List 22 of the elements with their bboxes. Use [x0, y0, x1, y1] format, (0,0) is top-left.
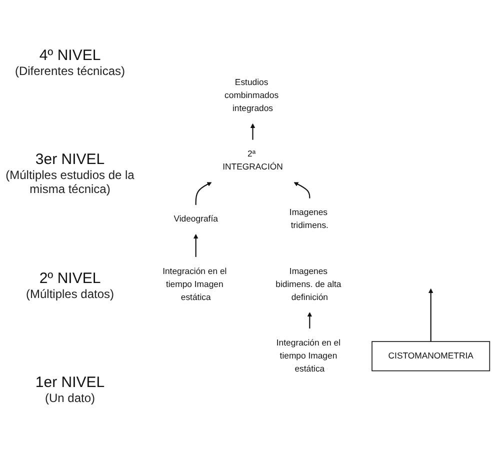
- arrow: [193, 234, 198, 257]
- arrow: [250, 123, 256, 140]
- node-text: Imagenes bidimens. de alta definición: [276, 266, 342, 302]
- arrow: [195, 182, 212, 205]
- node-text: Videografía: [174, 214, 218, 224]
- level-description: (Múltiples datos): [24, 286, 116, 301]
- arrow: [294, 182, 310, 198]
- arrow: [307, 312, 312, 328]
- level-description: (Diferentes técnicas): [14, 64, 126, 78]
- level-heading: 2º NIVEL: [38, 270, 102, 287]
- node-text: Integración en el tiempo Imagen estática: [276, 338, 341, 374]
- level-description: (Un dato): [44, 391, 96, 406]
- level-description: (Múltiples estudios de la misma técnica): [4, 168, 136, 196]
- arrow: [428, 288, 434, 342]
- node-text: Estudios combinmados integrados: [224, 78, 279, 114]
- node-box: CISTOMANOMETRIA: [372, 341, 490, 372]
- node-text: 2ª INTEGRACIÓN: [222, 150, 283, 172]
- node-text: Imagenes tridimens.: [289, 208, 328, 230]
- level-heading: 4º NIVEL: [38, 46, 102, 64]
- node-text: Integración en el tiempo Imagen estática: [162, 266, 227, 302]
- level-heading: 3er NIVEL: [34, 151, 106, 168]
- level-heading: 1er NIVEL: [34, 374, 106, 392]
